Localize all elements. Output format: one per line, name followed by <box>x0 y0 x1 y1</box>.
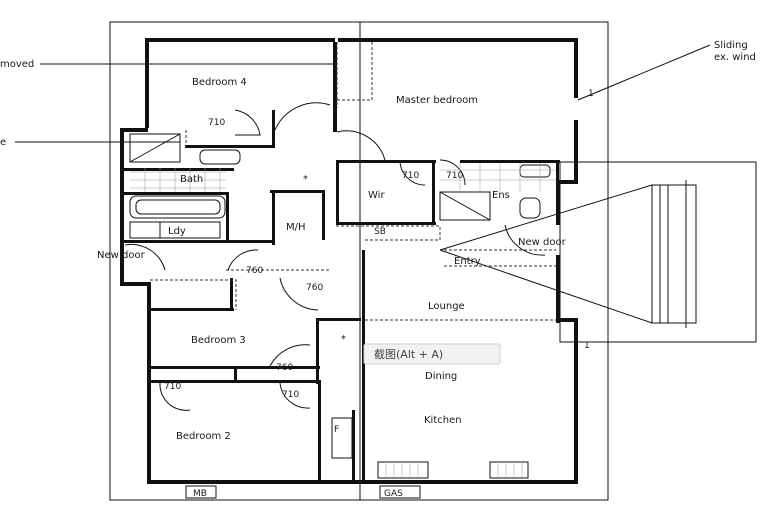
door-swings <box>124 102 546 411</box>
smoke-detector-mark-1: * <box>303 174 308 185</box>
outer-walls <box>120 38 578 484</box>
room-switchboard: SB <box>374 227 386 237</box>
meter-box-mb: MB <box>185 485 217 499</box>
door-size-ens: 710 <box>446 171 463 181</box>
label-mb: MB <box>193 489 207 499</box>
sliding-window-detail <box>439 44 757 343</box>
room-ensuite: Ens <box>492 190 510 201</box>
smoke-detector-mark-2: * <box>341 334 346 345</box>
screenshot-tooltip: 截图(Alt + A) <box>363 343 501 365</box>
door-size-bed4: 710 <box>208 118 225 128</box>
room-wir: Wir <box>368 190 385 201</box>
room-lounge: Lounge <box>428 301 465 312</box>
room-kitchen: Kitchen <box>424 415 462 426</box>
section-mark-top: 1 <box>588 89 594 99</box>
removed-walls <box>150 42 556 321</box>
kitchen-fixtures <box>331 417 529 479</box>
label-fridge: F <box>334 425 339 435</box>
door-size-bed3a: 760 <box>306 283 323 293</box>
room-bath: Bath <box>180 174 203 185</box>
room-bedroom-4: Bedroom 4 <box>192 77 247 88</box>
label-gas: GAS <box>384 489 403 499</box>
section-mark-bottom: 1 <box>584 341 590 351</box>
sheet-frame <box>109 21 609 501</box>
meter-box-gas: GAS <box>379 485 421 499</box>
room-dining: Dining <box>425 371 457 382</box>
callout-sliding-line2: ex. wind <box>714 52 756 63</box>
room-bedroom-2: Bedroom 2 <box>176 431 231 442</box>
door-size-wir: 710 <box>402 171 419 181</box>
room-manhole: M/H <box>286 222 306 233</box>
room-entry: Entry <box>454 256 481 267</box>
screenshot-tooltip-text: 截图(Alt + A) <box>374 347 443 361</box>
callout-leaders <box>15 63 335 143</box>
interior-walls <box>124 42 560 480</box>
door-size-hall: 760 <box>246 266 263 276</box>
room-laundry: Ldy <box>168 226 186 237</box>
door-size-bed2b: 710 <box>282 390 299 400</box>
label-new-door-right: New door <box>518 237 567 248</box>
room-master-bedroom: Master bedroom <box>396 95 478 106</box>
callout-removed: moved <box>0 59 34 70</box>
door-size-bed2a: 710 <box>164 382 181 392</box>
bathroom-fixtures <box>129 133 556 239</box>
callout-sliding-line1: Sliding <box>714 40 748 51</box>
door-size-bed3b: 760 <box>276 363 293 373</box>
callout-bath-fixture: e <box>0 137 6 148</box>
label-new-door-left: New door <box>97 250 146 261</box>
room-bedroom-3: Bedroom 3 <box>191 335 246 346</box>
